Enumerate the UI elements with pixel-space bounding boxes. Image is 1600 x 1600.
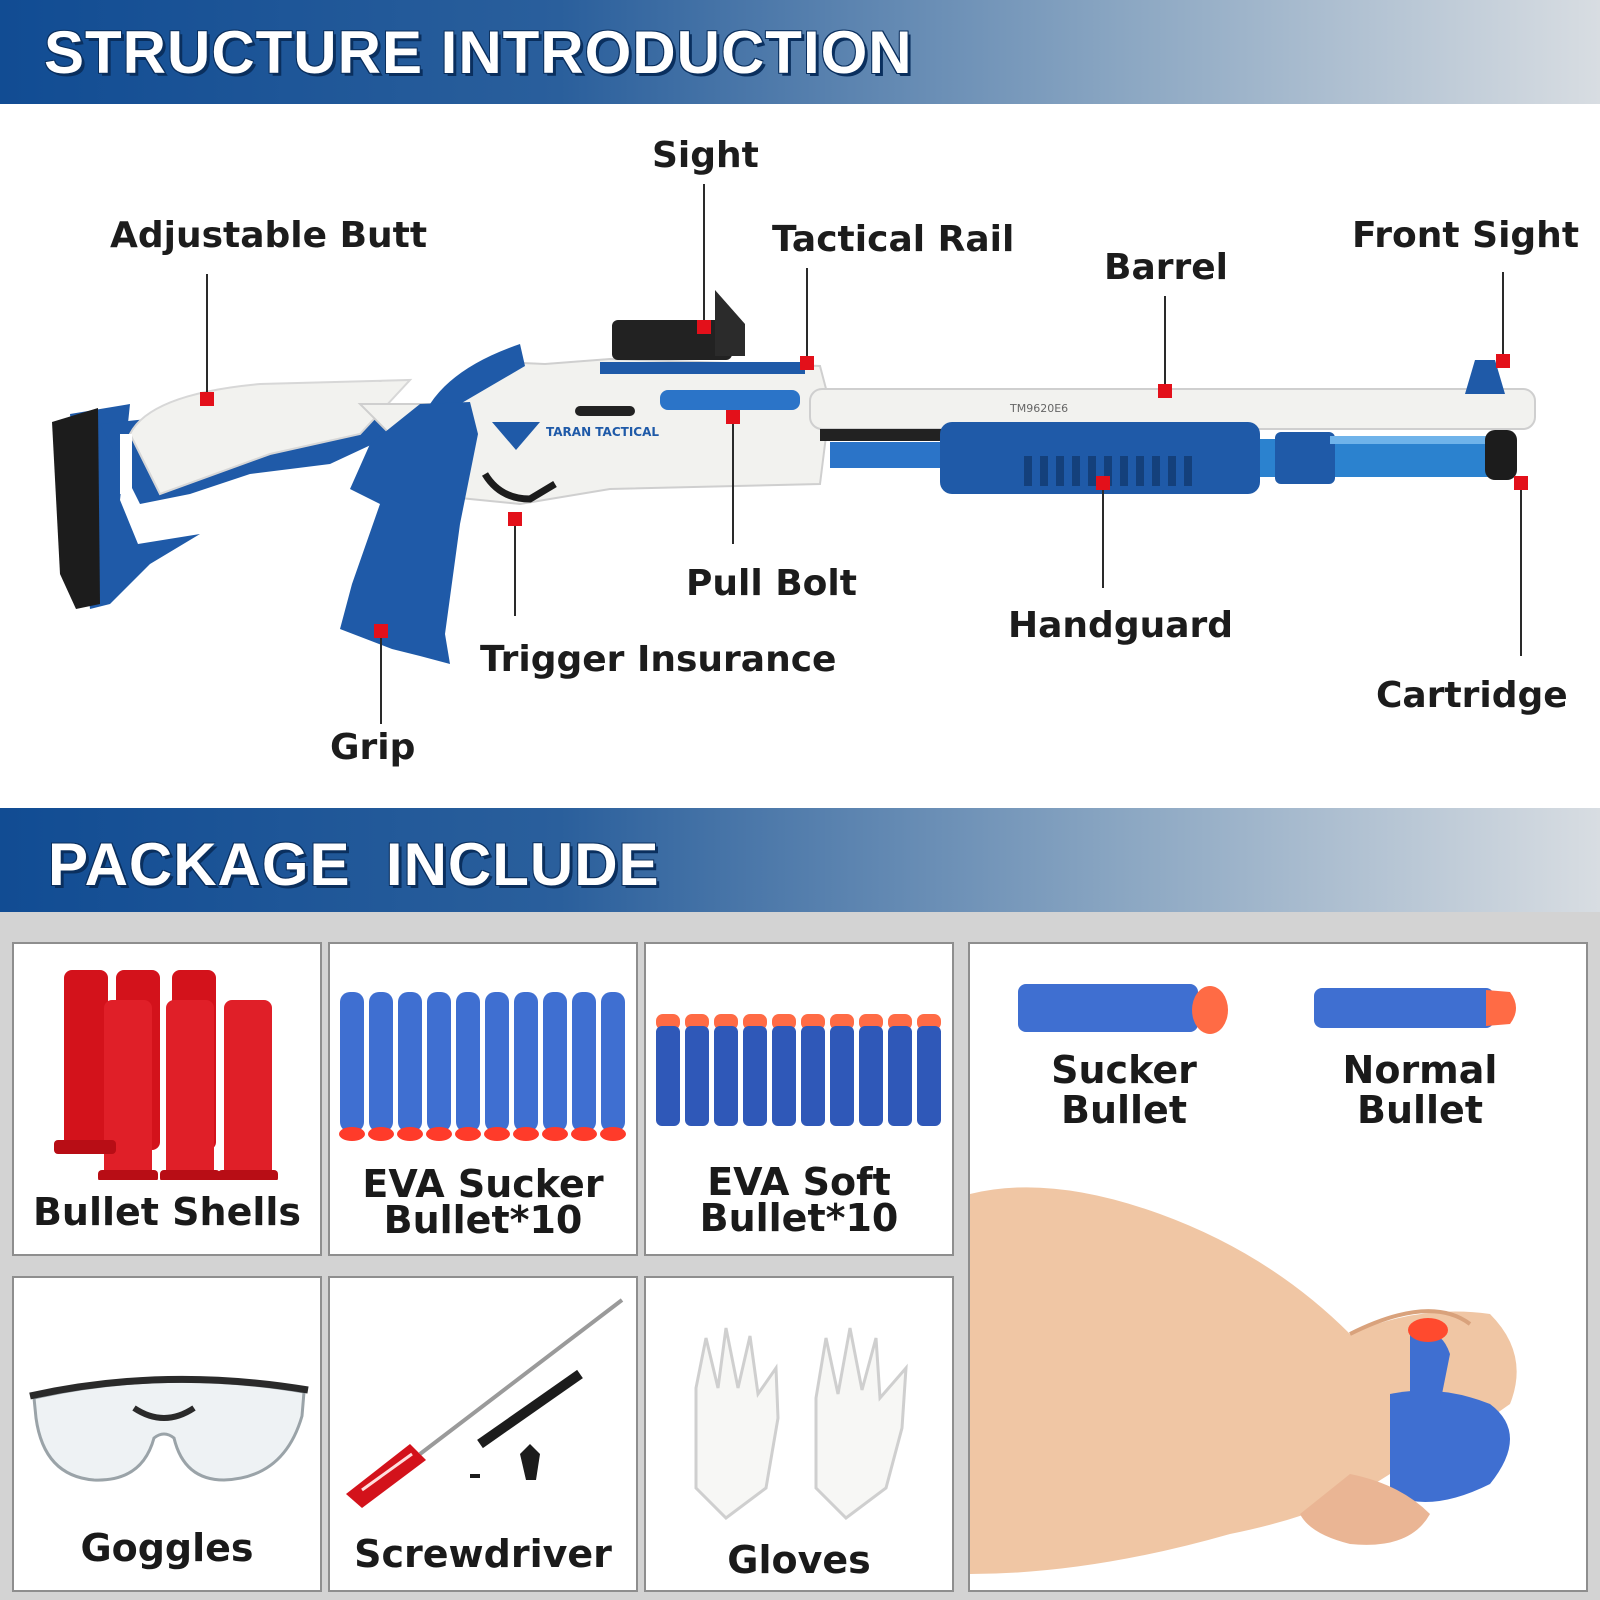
marker-pull-bolt [726,410,740,424]
label-gloves: Gloves [727,1538,871,1582]
label-bullet-shells: Bullet Shells [32,1190,302,1234]
label-normal-bullet-line1: Normal [1342,1048,1498,1092]
marker-handguard [1096,476,1110,490]
label-sucker-bullet-line1: Sucker [1051,1048,1197,1092]
label-eva-sucker-line1: EVA Sucker [362,1162,604,1206]
item-screwdriver: Screwdriver [328,1276,638,1592]
marker-tactical-rail [800,356,814,370]
label-eva-sucker-line2: Bullet*10 [383,1198,583,1242]
marker-trigger-insurance [508,512,522,526]
eva-soft-bullets-image [656,1014,941,1126]
hand-bending-bullet-image [970,1187,1517,1574]
leader-cartridge [1520,484,1522,656]
label-sucker-bullet-line2: Bullet [1060,1088,1187,1132]
gloves-image [694,1327,908,1520]
leader-sight [703,184,705,324]
bullet-shells-image [54,970,278,1180]
model-marking: TM9620E6 [1009,402,1068,415]
callout-adjustable-butt: Adjustable Butt [110,215,428,256]
leader-front-sight [1502,272,1504,356]
structure-diagram: TARAN TACTICAL TM9620E6 Sight Adjustable… [0,104,1600,808]
callout-barrel: Barrel [1104,247,1228,288]
callout-handguard: Handguard [1008,605,1234,646]
package-grid: Bullet Shells EVA Sucker Bullet*10 [0,912,1600,1600]
callout-front-sight: Front Sight [1352,215,1580,256]
leader-adjustable-butt [206,274,208,394]
package-title: PACKAGE INCLUDE [48,831,660,898]
callout-pull-bolt: Pull Bolt [686,563,857,604]
label-eva-soft-line1: EVA Soft [707,1160,891,1204]
label-eva-soft-line2: Bullet*10 [699,1196,899,1240]
sucker-bullet-image [1018,984,1228,1034]
item-gloves: Gloves [644,1276,954,1592]
marker-front-sight [1496,354,1510,368]
leader-handguard [1102,488,1104,588]
item-goggles: Goggles [12,1276,322,1592]
marker-grip [374,624,388,638]
item-eva-sucker-bullets: EVA Sucker Bullet*10 [328,942,638,1256]
label-normal-bullet-line2: Bullet [1356,1088,1483,1132]
marker-adjustable-butt [200,392,214,406]
callout-tactical-rail: Tactical Rail [772,219,1015,260]
marker-sight [697,320,711,334]
structure-banner: STRUCTURE INTRODUCTION [0,0,1600,104]
callout-grip: Grip [330,727,416,768]
leader-barrel [1164,296,1166,388]
marker-barrel [1158,384,1172,398]
item-bullet-shells: Bullet Shells [12,942,322,1256]
structure-title: STRUCTURE INTRODUCTION [44,19,913,86]
leader-tactical-rail [806,268,808,360]
leader-grip [380,636,382,724]
marker-cartridge [1514,476,1528,490]
item-eva-soft-bullets: EVA Soft Bullet*10 [644,942,954,1256]
callout-sight: Sight [652,135,759,176]
blaster-illustration: TARAN TACTICAL TM9620E6 [52,290,1536,664]
normal-bullet-image [1314,988,1516,1028]
brand-marking: TARAN TACTICAL [546,425,659,439]
leader-trigger-insurance [514,522,516,616]
goggles-image [29,1375,309,1482]
leader-pull-bolt [732,420,734,544]
callout-trigger-insurance: Trigger Insurance [480,639,837,680]
eva-sucker-bullets-image [339,992,626,1141]
package-banner: PACKAGE INCLUDE [0,808,1600,912]
screwdriver-image [346,1298,624,1508]
label-screwdriver: Screwdriver [354,1532,612,1576]
label-goggles: Goggles [80,1526,254,1570]
item-bullet-types-panel: Sucker Bullet Normal Bullet [968,942,1588,1592]
callout-cartridge: Cartridge [1376,675,1568,716]
